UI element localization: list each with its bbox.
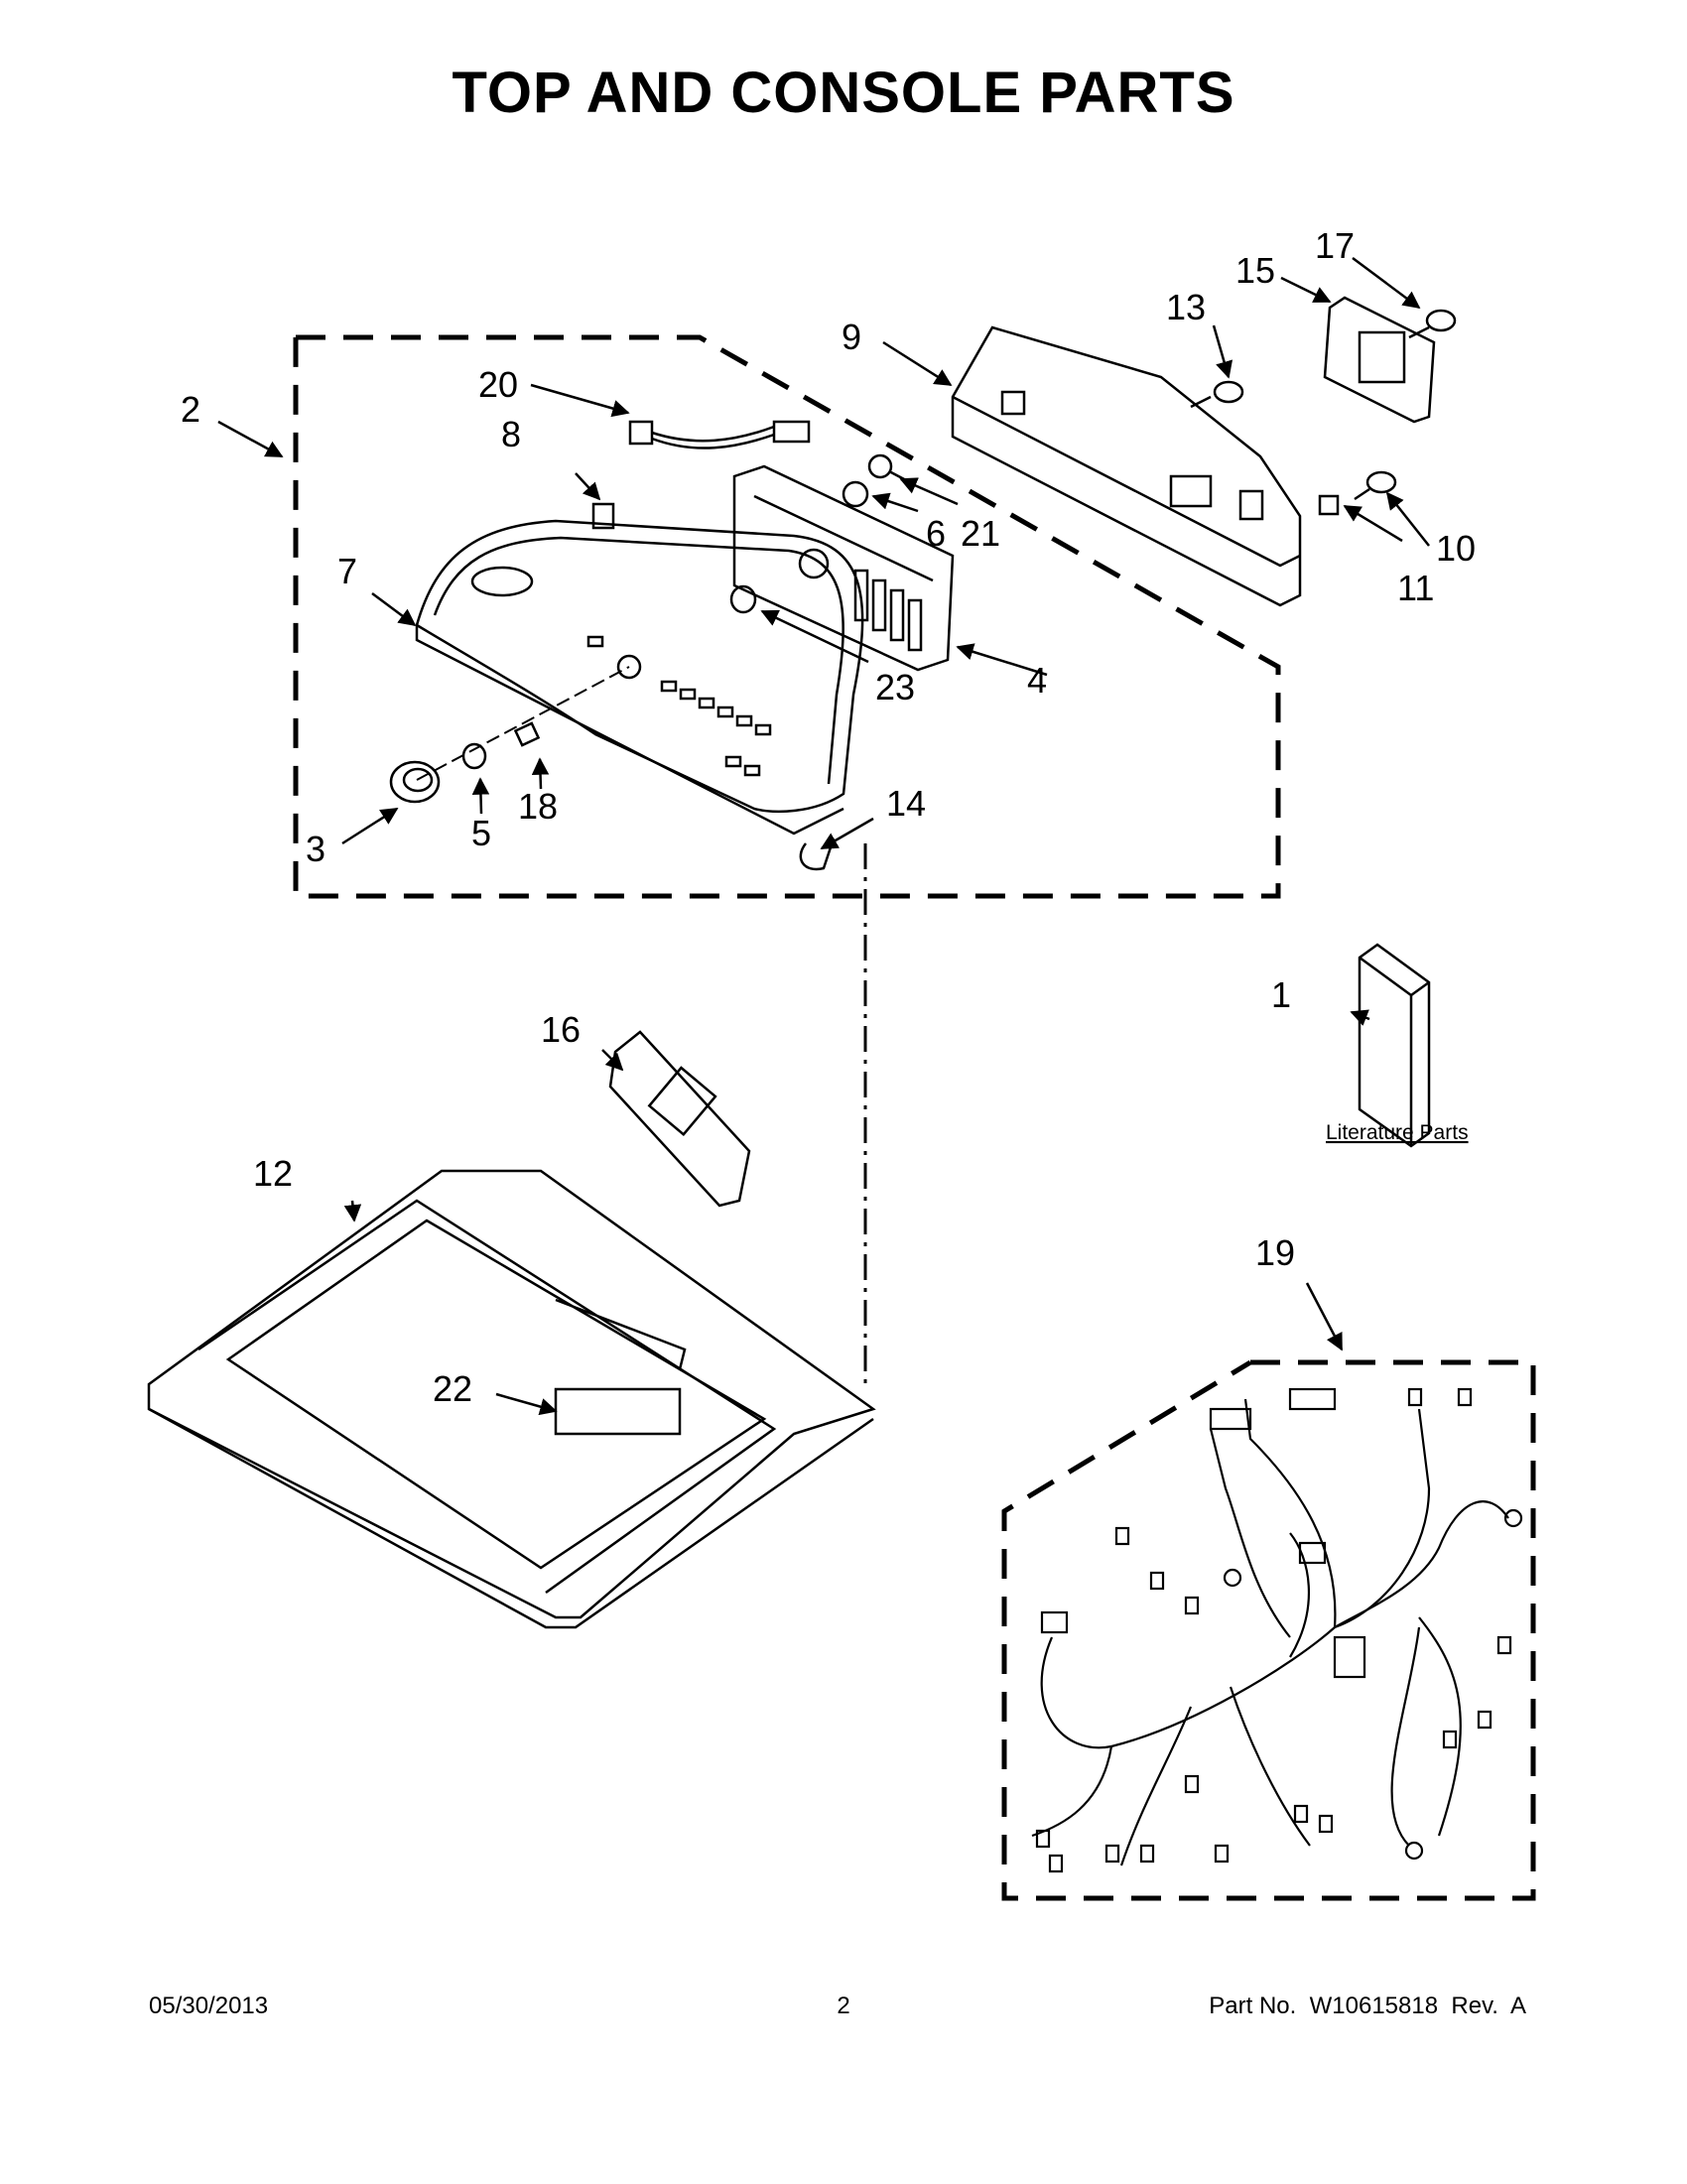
screw-13-part [1190, 380, 1244, 409]
wire-harness-part [1031, 1387, 1523, 1873]
callout-5: 5 [471, 813, 491, 853]
clip-14-part [799, 837, 836, 871]
callout-12: 12 [253, 1153, 293, 1194]
callout-19: 19 [1255, 1232, 1295, 1273]
callout-9: 9 [842, 317, 861, 357]
footer-date: 05/30/2013 [149, 1992, 269, 2019]
screw-17-part [1408, 309, 1457, 339]
page-title: TOP AND CONSOLE PARTS [452, 61, 1235, 125]
wire-connector-part [628, 420, 811, 450]
console-group-boundary [293, 334, 1281, 899]
callout-20: 20 [478, 364, 518, 405]
callout-4: 4 [1027, 660, 1047, 701]
module-part [608, 1030, 751, 1208]
callout-17: 17 [1315, 225, 1355, 266]
screw-part [867, 453, 909, 483]
callout-16: 16 [541, 1009, 581, 1050]
callout-8: 8 [501, 414, 521, 454]
callout-21: 21 [961, 513, 1000, 554]
footer-page-number: 2 [837, 1992, 850, 2019]
harness-group-boundary [1001, 1359, 1536, 1901]
callout-7: 7 [337, 551, 357, 591]
bracket-part [1323, 296, 1436, 424]
callout-6: 6 [926, 513, 946, 554]
callout-10: 10 [1436, 528, 1476, 569]
callout-15: 15 [1235, 250, 1275, 291]
callout-2: 2 [181, 389, 200, 430]
callout-13: 13 [1166, 287, 1206, 327]
callout-23: 23 [875, 667, 915, 707]
knob-part [389, 760, 441, 804]
literature-part [1358, 943, 1431, 1148]
callout-arrows [217, 256, 1430, 1416]
callout-3: 3 [306, 829, 325, 869]
nut-part [842, 480, 869, 508]
top-panel-part [147, 1169, 876, 1629]
knob-ring-part [461, 742, 487, 770]
control-board-part [732, 464, 955, 672]
screw-10-part [1354, 470, 1397, 501]
console-back-panel-part [951, 325, 1302, 607]
callout-11: 11 [1397, 568, 1434, 608]
clip-11-part [1318, 494, 1340, 516]
callout-1: 1 [1271, 974, 1291, 1015]
clip-part [591, 502, 615, 530]
seal-part [729, 584, 757, 614]
spring-part [513, 721, 541, 747]
console-part [415, 519, 864, 835]
callout-18: 18 [518, 786, 558, 827]
callout-14: 14 [886, 783, 926, 824]
callout-22: 22 [433, 1368, 472, 1409]
literature-parts-label: Literature Parts [1326, 1121, 1469, 1144]
footer-part-number: Part No. W10615818 Rev. A [1209, 1992, 1526, 2019]
